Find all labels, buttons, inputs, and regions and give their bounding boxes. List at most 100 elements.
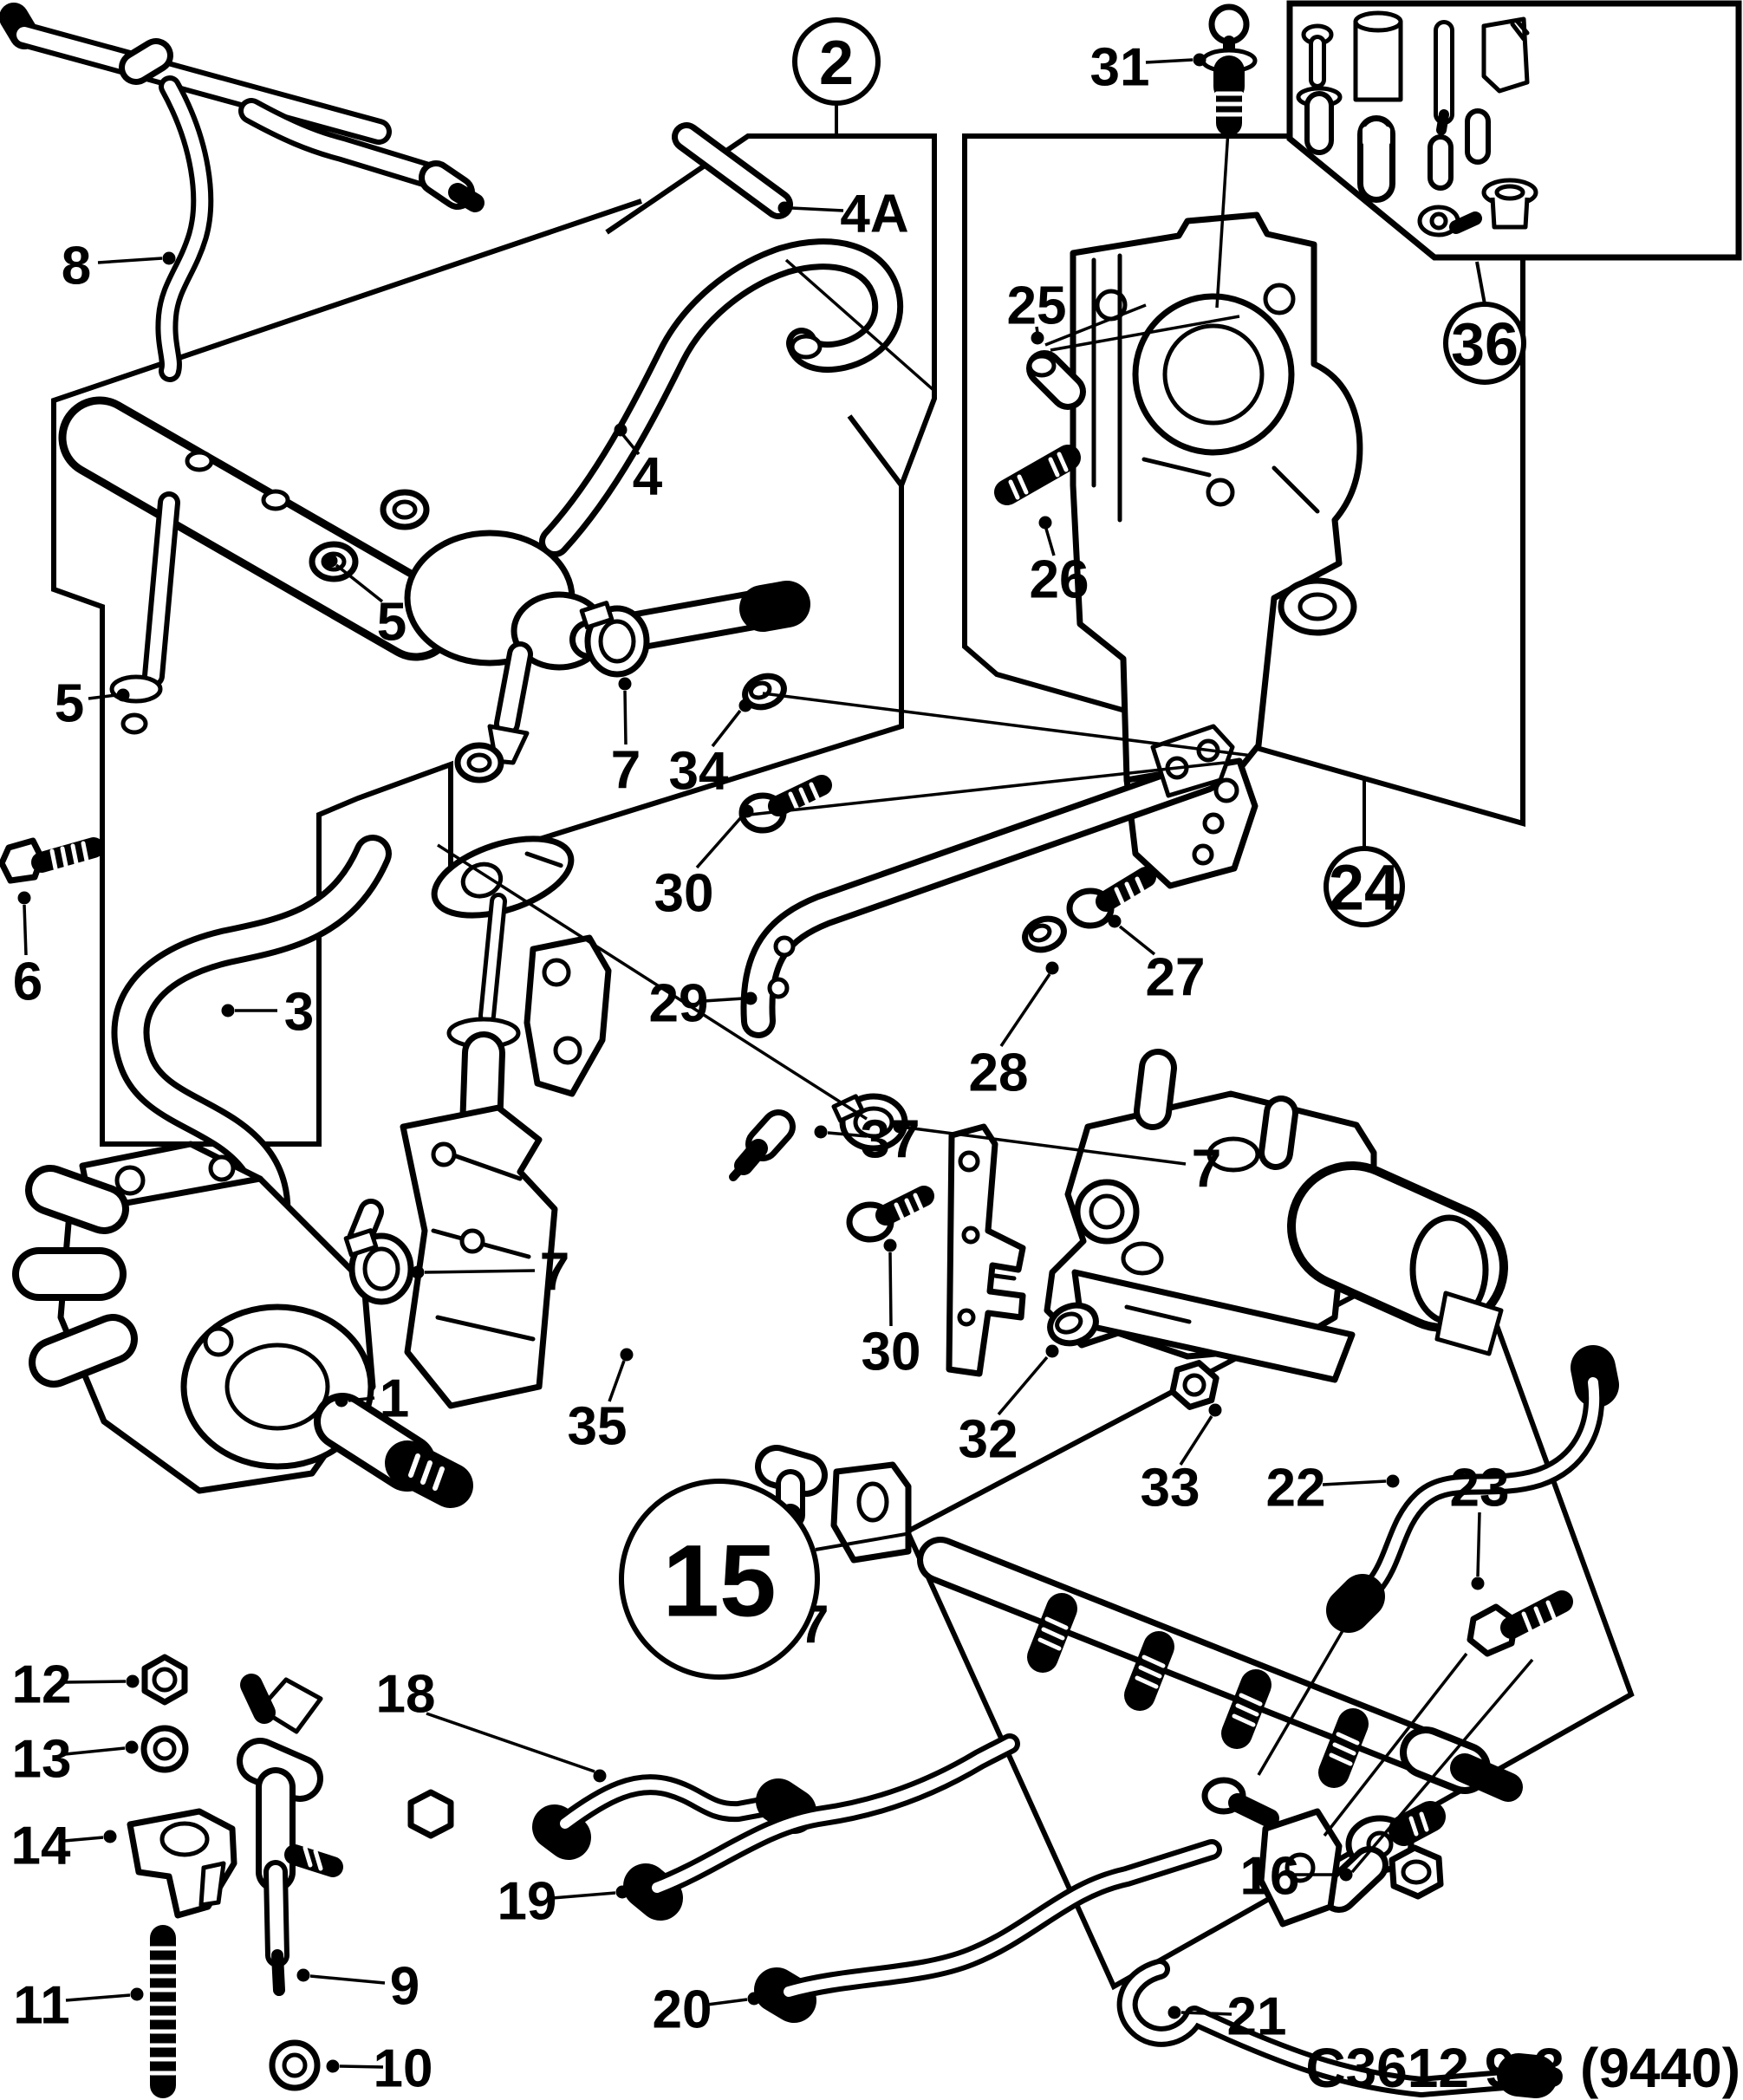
callout-leader: [621, 433, 641, 456]
callout-layer: 84A4556373430292526317737303512728323317…: [11, 17, 1534, 2098]
callout-circle: [1443, 302, 1526, 385]
callout-7: 7: [893, 1120, 1221, 1199]
callout-label: 27: [1146, 947, 1206, 1007]
leader-line: [1350, 1658, 1534, 1874]
callout-label: 30: [654, 863, 714, 923]
washer-13-icon: [140, 1725, 189, 1773]
leak-off-hose-illustration: [0, 3, 485, 382]
callout-dot: [116, 688, 130, 702]
callout-dot: [1038, 516, 1052, 530]
seal-32-icon: [1047, 1302, 1099, 1347]
callout-leader: [608, 1360, 626, 1402]
callout-22: 22: [1266, 1458, 1400, 1518]
callout-7: 7: [611, 677, 641, 800]
callout-label: 4A: [840, 184, 908, 244]
callout-11: 11: [13, 1975, 144, 2035]
callout-dot: [777, 201, 791, 215]
callout-10: 10: [326, 2038, 433, 2098]
callout-label: 33: [1141, 1458, 1200, 1518]
callout-8: 8: [62, 236, 176, 296]
callout-label: 29: [649, 973, 709, 1033]
heat-shield-35-illustration: [400, 1104, 558, 1409]
injector-9-illustration: [237, 1674, 454, 1996]
callout-dot: [1193, 53, 1206, 67]
callout-16: 16: [1240, 1846, 1353, 1906]
kit-box-illustration: [1286, 0, 1742, 261]
bracket-small-illustration: [524, 934, 612, 1097]
bolt-on-rail-icon: [1201, 1777, 1279, 1828]
callout-dot: [296, 1968, 310, 1982]
callout-dot: [814, 1125, 828, 1139]
callout-28: 28: [969, 961, 1059, 1102]
callout-label: 21: [1227, 1986, 1287, 2046]
bracket-29-illustration: [740, 724, 1235, 1038]
callout-label: 26: [1030, 549, 1089, 609]
callout-21: 21: [1167, 1986, 1287, 2046]
callout-37: 37: [814, 1109, 920, 1169]
injector-pipes-illustration: [532, 1345, 1619, 2098]
callout-5: 5: [55, 673, 130, 733]
callout-leader: [827, 1131, 868, 1138]
callout-label: 32: [959, 1409, 1018, 1469]
callout-circle: [1324, 846, 1405, 927]
stud-26-icon: [994, 445, 1081, 505]
callout-label: 3: [284, 982, 314, 1042]
hose-4-illustration: [539, 238, 904, 557]
circled-callout-2: 2: [792, 17, 881, 136]
callout-12: 12: [12, 1655, 140, 1714]
callout-dot: [614, 423, 628, 437]
circled-callout-15: 15: [619, 1479, 907, 1680]
callout-circle: [792, 17, 881, 106]
callout-27: 27: [1108, 914, 1206, 1007]
callout-dot: [1167, 2006, 1181, 2019]
nut-on-rail-icon: [1389, 1844, 1444, 1900]
callout-leader: [551, 1891, 616, 1900]
callout-leader: [63, 1836, 104, 1843]
circled-callout-label: 2: [819, 29, 854, 98]
callout-dot: [1108, 914, 1122, 928]
leader-line: [1257, 1629, 1345, 1776]
leader-line: [749, 761, 1226, 816]
callout-label: 8: [62, 236, 91, 296]
callout-tail: [1475, 261, 1486, 305]
callout-dot: [126, 1674, 140, 1688]
callout-leader: [1145, 58, 1193, 64]
callout-label: 1: [380, 1369, 409, 1428]
callout-32: 32: [959, 1344, 1059, 1469]
callout-leader: [999, 973, 1051, 1047]
accumulator-rail-illustration: [58, 396, 810, 1225]
callout-dot: [411, 1265, 425, 1279]
leader-line: [1050, 315, 1240, 352]
callout-label: 34: [669, 741, 729, 801]
callout-dot: [1031, 331, 1044, 345]
callout-leader: [711, 709, 742, 748]
callout-dot: [221, 1004, 235, 1017]
callout-label: 10: [374, 2038, 433, 2098]
callout-label: 37: [861, 1109, 920, 1169]
circled-callout-label: 36: [1451, 310, 1519, 378]
callout-leader: [348, 1396, 375, 1402]
callout-dot: [130, 1987, 144, 2001]
callout-label: 23: [1450, 1458, 1510, 1518]
fuel-rail-illustration: [830, 1461, 1523, 1928]
callout-label: 31: [1090, 37, 1150, 97]
fuel-rail-box: [51, 198, 904, 1147]
callout-label: 5: [55, 673, 84, 733]
nut-33-icon: [1169, 1360, 1219, 1410]
callout-dot: [326, 2059, 340, 2073]
callout-dot: [883, 1239, 897, 1252]
callout-label: 4: [633, 446, 663, 506]
callout-leader: [790, 206, 844, 212]
callout-leader: [695, 815, 744, 869]
callout-leader: [1118, 925, 1156, 956]
callout-leader: [64, 1746, 126, 1756]
callout-leader: [97, 257, 163, 264]
callout-dot: [162, 251, 176, 265]
callout-label: 5: [377, 592, 406, 652]
bolt-6-icon: [0, 837, 104, 884]
callout-label: 35: [568, 1396, 628, 1456]
leader-line: [1215, 129, 1230, 309]
pump-left-illustration: [12, 1141, 473, 1508]
callout-dot: [618, 677, 632, 691]
